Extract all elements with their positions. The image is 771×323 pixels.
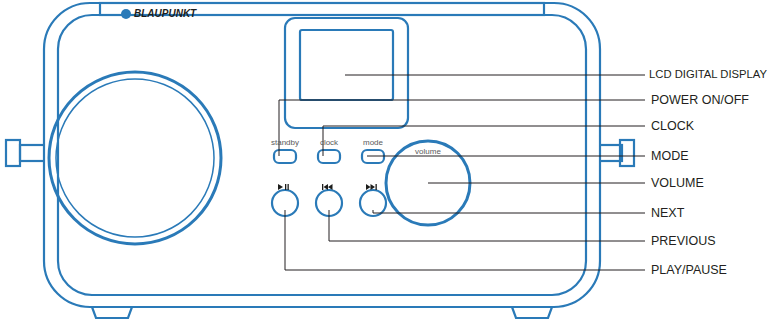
speaker-grille (56, 79, 214, 237)
button-label: mode (363, 139, 383, 147)
brand-logo: BLAUPUNKT (134, 9, 196, 19)
housing-inner (58, 15, 586, 295)
handle-lug (20, 145, 46, 161)
leader-line (367, 156, 645, 157)
part-name: VOLUME (651, 177, 704, 190)
housing-outer (44, 3, 600, 307)
speaker-ring (49, 72, 221, 244)
pause-symbol (288, 184, 289, 190)
button-label: standby (271, 139, 299, 147)
button-symbols (278, 184, 377, 190)
part-name: POWER ON/OFF (651, 94, 749, 107)
handle-lug (598, 145, 622, 161)
clock-button (318, 150, 340, 163)
leader-line (345, 75, 645, 76)
knob-label: volume (415, 148, 441, 156)
part-name: PREVIOUS (651, 235, 716, 248)
previous-symbol (324, 184, 333, 190)
foot (512, 307, 552, 318)
leader-lines (279, 75, 645, 270)
leader-line (329, 210, 645, 241)
radio-body (6, 3, 634, 318)
lcd-screen (300, 30, 393, 100)
standby-button (274, 150, 296, 163)
leader-line (373, 210, 645, 213)
part-name: LCD DIGITAL DISPLAY (649, 69, 767, 80)
part-name: MODE (651, 150, 689, 163)
lcd-frame (285, 18, 408, 128)
pause-symbol (285, 184, 286, 190)
button-label: clock (320, 139, 338, 147)
handle-lug (6, 140, 20, 166)
leader-line (323, 126, 645, 156)
next-symbol (376, 184, 377, 190)
foot (92, 307, 132, 318)
part-name: PLAY/PAUSE (651, 264, 727, 277)
next-symbol (366, 184, 375, 190)
leader-line (279, 100, 645, 156)
leader-line (285, 210, 645, 270)
play-symbol (278, 184, 283, 190)
part-name: NEXT (651, 207, 684, 220)
part-name: CLOCK (651, 120, 694, 133)
previous-symbol (322, 184, 323, 190)
logo-dot (121, 9, 131, 19)
leader-line (428, 183, 645, 184)
